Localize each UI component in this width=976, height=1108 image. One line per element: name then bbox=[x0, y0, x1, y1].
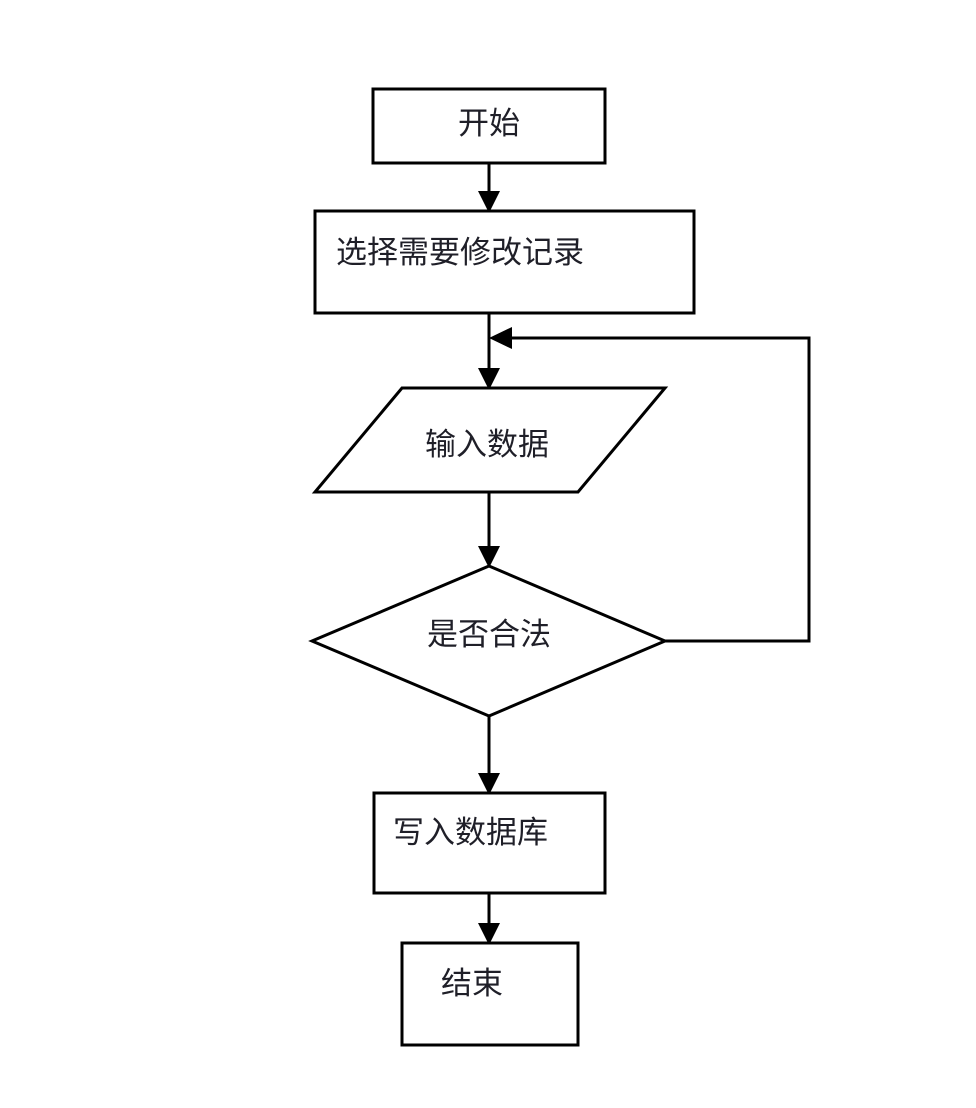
node-is-valid-label: 是否合法 bbox=[427, 617, 551, 652]
node-is-valid[interactable]: 是否合法 bbox=[308, 564, 669, 718]
node-end-label: 结束 bbox=[441, 966, 503, 1001]
edge-decision-loop-back bbox=[503, 336, 811, 643]
connector-group bbox=[478, 163, 811, 945]
node-start-shape[interactable] bbox=[371, 87, 607, 165]
arrowhead-left-loop-back bbox=[489, 327, 512, 349]
node-write-database-label: 写入数据库 bbox=[393, 815, 548, 850]
node-end[interactable]: 结束 bbox=[400, 941, 580, 1047]
node-start-label: 开始 bbox=[458, 106, 520, 141]
node-select-record-shape[interactable] bbox=[313, 209, 696, 315]
node-select-record-label: 选择需要修改记录 bbox=[336, 235, 584, 270]
node-end-shape[interactable] bbox=[400, 941, 580, 1047]
node-is-valid-shape[interactable] bbox=[308, 564, 669, 718]
node-input-data-label: 输入数据 bbox=[425, 427, 549, 462]
node-group: 开始 选择需要修改记录 输入数据 是否合法 写入数据库 bbox=[308, 87, 696, 1047]
node-write-database-shape[interactable] bbox=[372, 791, 607, 895]
arrowhead-down-write-to-end bbox=[478, 923, 500, 945]
arrowhead-down-start-to-select bbox=[478, 191, 500, 213]
node-start[interactable]: 开始 bbox=[371, 87, 607, 165]
node-input-data[interactable]: 输入数据 bbox=[311, 386, 669, 494]
arrowhead-down-decision-to-write bbox=[478, 773, 500, 795]
node-write-database[interactable]: 写入数据库 bbox=[372, 791, 607, 895]
arrowhead-down-select-to-input bbox=[478, 368, 500, 390]
node-input-data-shape[interactable] bbox=[311, 386, 669, 494]
arrowhead-down-input-to-decision bbox=[478, 546, 500, 568]
node-select-record[interactable]: 选择需要修改记录 bbox=[313, 209, 696, 315]
